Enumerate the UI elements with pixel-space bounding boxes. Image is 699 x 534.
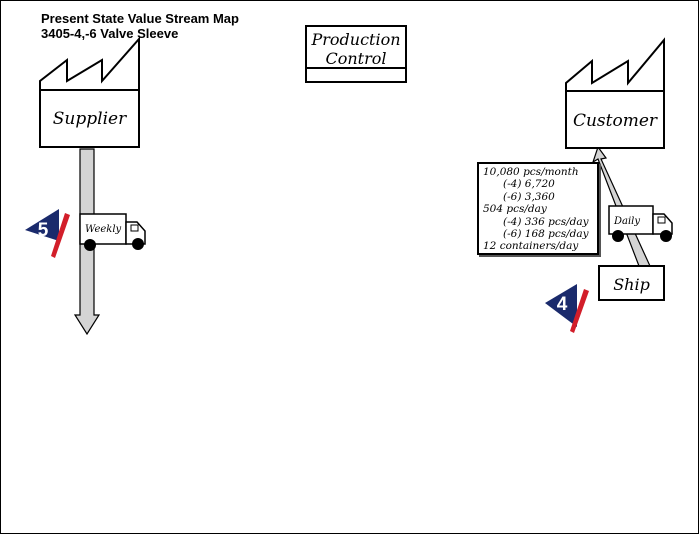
map-title: Present State Value Stream Map [41,11,239,26]
customer-factory-roof [565,37,665,92]
customer-box[interactable]: Customer [565,90,665,149]
ship-box[interactable]: Ship [598,265,665,301]
production-control-line1: Production [311,30,401,49]
ship-badge-number: 4 [557,294,568,315]
customer-label: Customer [572,111,658,131]
supplier-label: Supplier [52,109,127,129]
supplier-truck-label: Weekly [85,224,122,235]
supplier-badge-number: 5 [38,220,49,241]
supplier-factory-roof [39,36,140,91]
demand-line: (-4) 336 pcs/day [503,215,589,228]
supplier-box[interactable]: Supplier [39,89,140,148]
ship-label: Ship [613,275,650,294]
ship-badge-icon: 4 [545,284,589,333]
customer-truck-icon [608,205,673,242]
demand-line: (-4) 6,720 [503,178,555,191]
map-subtitle: 3405-4,-6 Valve Sleeve [41,26,179,41]
production-control-divider [307,67,405,69]
demand-line: (-6) 168 pcs/day [503,228,589,241]
customer-truck-label: Daily [613,216,640,227]
demand-line: 12 containers/day [483,240,579,253]
production-control-box[interactable]: Production Control [305,25,407,83]
demand-line: 10,080 pcs/month [483,166,579,178]
demand-line: 504 pcs/day [483,203,547,216]
customer-demand-box: 10,080 pcs/month (-4) 6,720 (-6) 3,360 5… [477,162,599,255]
supplier-truck-icon [79,213,146,251]
supplier-badge-icon: 5 [25,209,70,258]
production-control-line2: Control [325,49,387,68]
demand-line: (-6) 3,360 [503,190,555,203]
